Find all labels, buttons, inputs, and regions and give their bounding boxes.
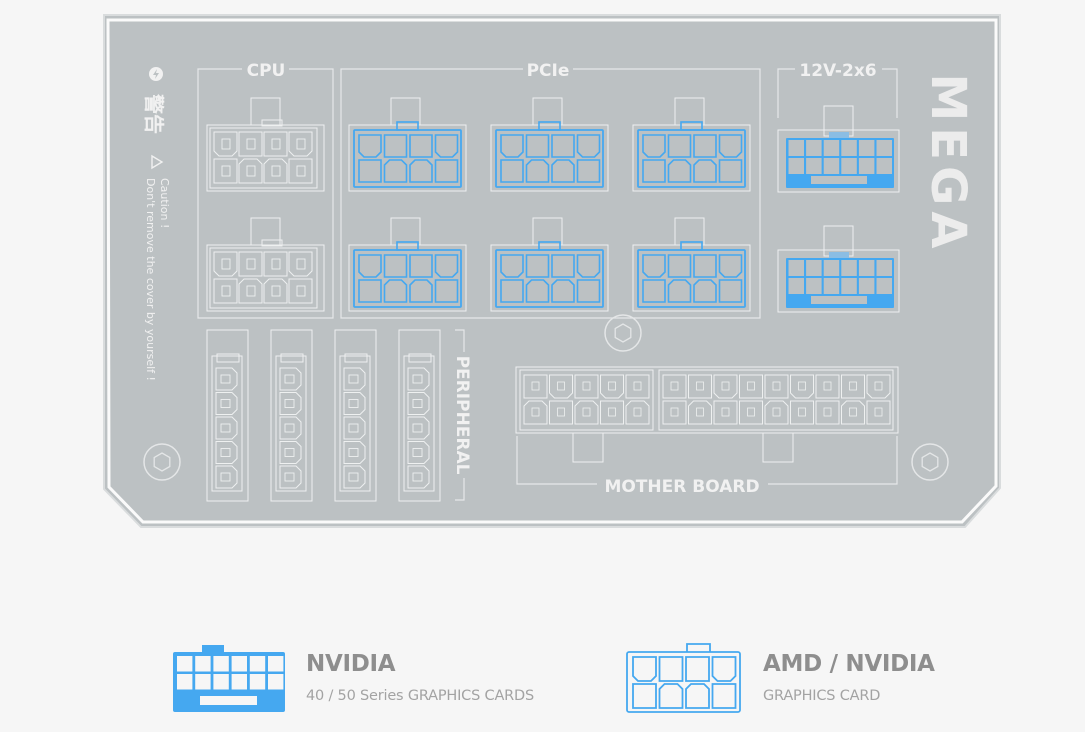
- caution-text: Don't remove the cover by yourself !: [144, 178, 157, 381]
- cpu-section-frame: [197, 68, 334, 319]
- cpu-connector: [206, 97, 325, 192]
- 12v-2x6-connectors: [777, 105, 900, 313]
- motherboard-pin: [713, 400, 738, 425]
- legend-title: NVIDIA: [306, 651, 396, 677]
- pcie-section-frame: [340, 68, 761, 319]
- motherboard-pin: [600, 400, 624, 425]
- motherboard-pin: [662, 374, 687, 399]
- motherboard-pin: [841, 400, 865, 425]
- motherboard-pin: [625, 374, 650, 399]
- legend-item-amd-nvidia: AMD / NVIDIA GRAPHICS CARD: [626, 640, 966, 720]
- legend-title: AMD / NVIDIA: [763, 651, 935, 677]
- warning-chinese-label: 警告: [142, 94, 166, 134]
- motherboard-pin: [764, 400, 789, 425]
- motherboard-section-label: MOTHER BOARD: [604, 477, 759, 497]
- pcie-connectors: [348, 97, 751, 312]
- motherboard-pin: [688, 374, 712, 399]
- pcie-connector: [348, 97, 467, 192]
- motherboard-pin: [790, 374, 814, 399]
- motherboard-pin: [600, 374, 624, 399]
- peripheral-connector: [398, 329, 441, 502]
- motherboard-pin: [625, 400, 650, 425]
- motherboard-connector: [515, 366, 899, 463]
- legend-subtitle: 40 / 50 Series GRAPHICS CARDS: [306, 688, 535, 704]
- motherboard-pin: [815, 400, 840, 425]
- panel-inner-edge: [106, 18, 998, 524]
- caution-triangle-icon: [151, 154, 164, 170]
- peripheral-section-label: PERIPHERAL: [452, 356, 472, 475]
- motherboard-pin: [549, 400, 573, 425]
- peripheral-connector: [270, 329, 313, 502]
- pcie-connector: [632, 97, 751, 192]
- pcie-connector: [490, 97, 609, 192]
- motherboard-pin: [841, 374, 865, 399]
- mega-brand-logo: MEGA: [920, 73, 976, 254]
- pcie-section-label: PCIe: [527, 61, 570, 81]
- peripheral-connector: [334, 329, 377, 502]
- motherboard-pin: [764, 374, 789, 399]
- motherboard-pin: [523, 400, 548, 425]
- legend-subtitle: GRAPHICS CARD: [763, 688, 881, 704]
- motherboard-pin: [866, 400, 891, 425]
- motherboard-pin: [790, 400, 814, 425]
- motherboard-section-frame: [516, 436, 898, 485]
- peripheral-section-frame: [455, 329, 465, 501]
- pcie-connector: [490, 217, 609, 312]
- cpu-section-label: CPU: [247, 61, 286, 81]
- peripheral-connector: [206, 329, 249, 502]
- motherboard-pin: [662, 400, 687, 425]
- cpu-connectors: [206, 97, 325, 312]
- motherboard-pin: [866, 374, 891, 399]
- motherboard-pin: [574, 400, 599, 425]
- motherboard-pin: [549, 374, 573, 399]
- motherboard-pin: [739, 400, 763, 425]
- screw-icon: [911, 443, 949, 481]
- motherboard-pin: [574, 374, 599, 399]
- 12v-section-frame: [777, 68, 898, 118]
- legend-item-nvidia: NVIDIA 40 / 50 Series GRAPHICS CARDS: [172, 640, 592, 720]
- screw-icon: [604, 314, 642, 352]
- motherboard-pin: [739, 374, 763, 399]
- 12v-2x6-section-label: 12V-2x6: [799, 61, 876, 81]
- pcie-connector: [348, 217, 467, 312]
- caution-title: Caution !: [158, 178, 171, 228]
- pcie-connector: [632, 217, 751, 312]
- screw-icon: [143, 443, 181, 481]
- 12v-2x6-connector-icon: [173, 645, 285, 712]
- 12v-2x6-connector: [777, 225, 900, 313]
- peripheral-connectors: [206, 329, 441, 502]
- cpu-connector: [206, 217, 325, 312]
- motherboard-pin: [688, 400, 712, 425]
- motherboard-pin: [713, 374, 738, 399]
- motherboard-pin: [523, 374, 548, 399]
- warning-area: 警告 Caution ! Don't remove the cover by y…: [142, 67, 171, 381]
- 12v-2x6-connector: [777, 105, 900, 193]
- pcie-8pin-connector-icon: [626, 643, 741, 713]
- motherboard-pin: [815, 374, 840, 399]
